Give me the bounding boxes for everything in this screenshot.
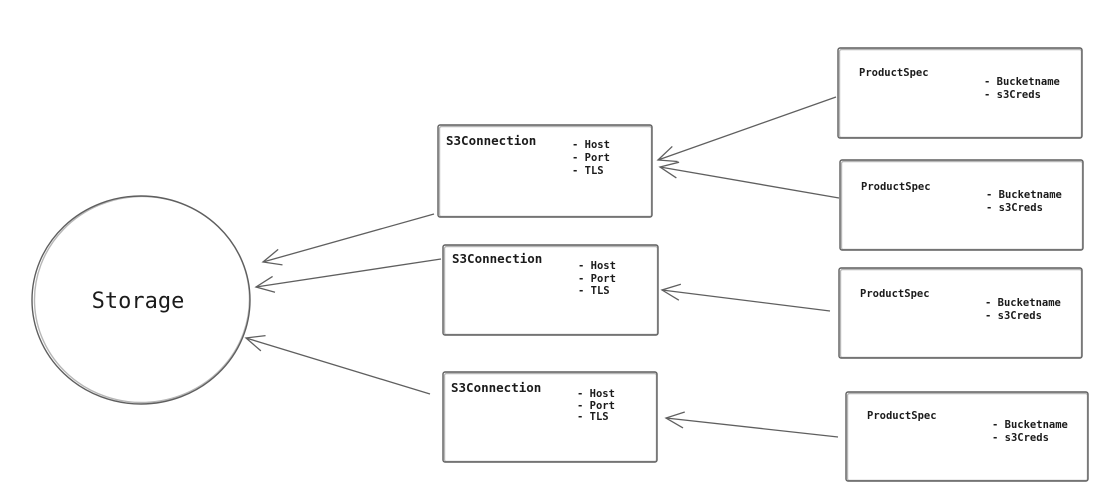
arrow-productspec2-to-s3connection1 xyxy=(658,161,840,199)
arrow-s3connection1-to-storage xyxy=(261,213,435,266)
arrow-productspec3-to-s3connection2 xyxy=(660,283,831,312)
productspec-attribute: - s3Creds xyxy=(992,432,1049,444)
productspec-attribute: - Bucketname xyxy=(992,419,1068,431)
s3connection-attribute: - TLS xyxy=(572,165,604,177)
productspec-node-1: ProductSpec - Bucketname - s3Creds xyxy=(837,47,1083,139)
productspec-attribute: - Bucketname xyxy=(984,76,1060,88)
s3connection-box-sketch xyxy=(443,245,659,336)
productspec-box xyxy=(839,159,1084,251)
productspec-title: ProductSpec xyxy=(861,181,931,193)
s3connection-box-sketch xyxy=(438,125,653,218)
productspec-box xyxy=(838,267,1083,359)
s3connection-attribute: - Host xyxy=(577,388,615,400)
s3connection-attribute: - Port xyxy=(577,400,615,412)
s3connection-title: S3Connection xyxy=(452,251,542,266)
productspec-attribute: - Bucketname xyxy=(986,189,1062,201)
s3connection-box xyxy=(437,124,653,218)
arrow-s3connection2-to-storage xyxy=(254,258,442,293)
s3connection-title: S3Connection xyxy=(446,133,536,148)
storage-circle xyxy=(31,195,251,405)
productspec-attribute: - s3Creds xyxy=(986,202,1043,214)
productspec-box-sketch xyxy=(838,48,1083,139)
arrow-productspec1-to-s3connection1 xyxy=(656,96,837,163)
s3connection-box xyxy=(442,244,659,336)
productspec-box xyxy=(845,391,1089,482)
storage-node: Storage xyxy=(31,195,251,405)
s3connection-attribute: - Port xyxy=(578,273,616,285)
arrow-productspec4-to-s3connection3 xyxy=(664,411,839,438)
s3connection-attribute: - TLS xyxy=(577,411,609,423)
productspec-node-3: ProductSpec - Bucketname - s3Creds xyxy=(838,267,1083,359)
s3connection-box-sketch xyxy=(443,372,658,463)
s3connection-attribute: - TLS xyxy=(578,285,610,297)
s3connection-box xyxy=(442,371,658,463)
s3connection-node-1: S3Connection - Host - Port - TLS xyxy=(437,124,653,218)
storage-circle-sketch xyxy=(33,195,251,404)
s3connection-attribute: - Host xyxy=(578,260,616,272)
productspec-box-sketch xyxy=(840,160,1084,251)
s3connection-attribute: - Port xyxy=(572,152,610,164)
s3connection-node-2: S3Connection - Host - Port - TLS xyxy=(442,244,659,336)
s3connection-node-3: S3Connection - Host - Port - TLS xyxy=(442,371,658,463)
productspec-attribute: - Bucketname xyxy=(985,297,1061,309)
productspec-box-sketch xyxy=(839,268,1083,359)
productspec-attribute: - s3Creds xyxy=(985,310,1042,322)
s3connection-title: S3Connection xyxy=(451,380,541,395)
productspec-box xyxy=(837,47,1083,139)
productspec-node-4: ProductSpec - Bucketname - s3Creds xyxy=(845,391,1089,482)
s3connection-attribute: - Host xyxy=(572,139,610,151)
productspec-attribute: - s3Creds xyxy=(984,89,1041,101)
productspec-title: ProductSpec xyxy=(867,410,937,422)
productspec-title: ProductSpec xyxy=(860,288,930,300)
productspec-node-2: ProductSpec - Bucketname - s3Creds xyxy=(839,159,1084,251)
productspec-title: ProductSpec xyxy=(859,67,929,79)
storage-label: Storage xyxy=(92,289,185,314)
arrow-s3connection3-to-storage xyxy=(244,334,431,395)
productspec-box-sketch xyxy=(846,392,1089,482)
